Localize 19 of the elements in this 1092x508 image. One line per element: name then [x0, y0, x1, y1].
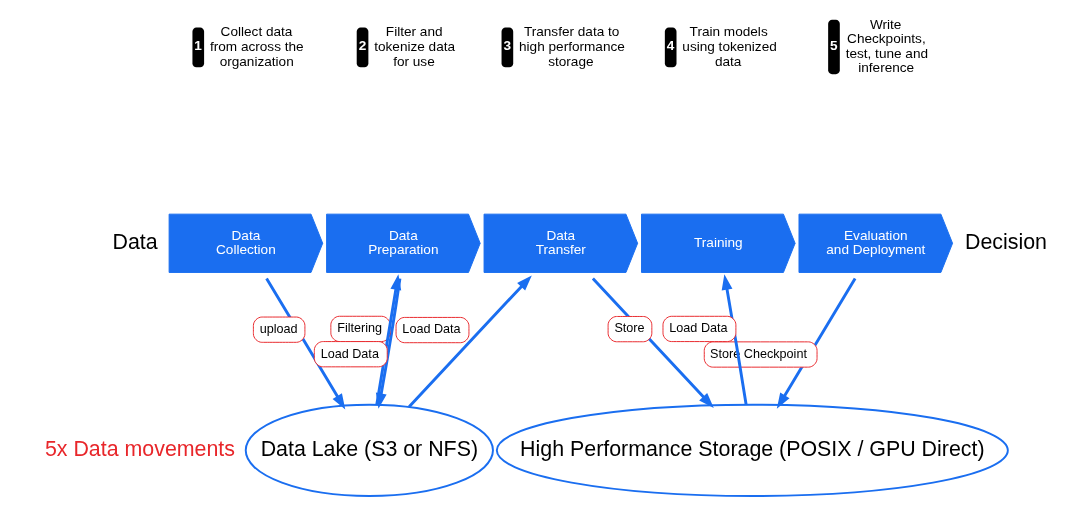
label: 5x Data movements	[44, 436, 235, 461]
node-label: 1	[193, 38, 202, 54]
node-label: Collect data from across the organization	[209, 24, 304, 69]
edge-label: Load Data	[668, 321, 728, 336]
node-label: 3	[502, 38, 511, 54]
node-label: 5	[829, 37, 838, 53]
edge-label: Load Data	[320, 346, 379, 361]
node-label: 2	[358, 38, 366, 54]
edge-label: Store	[613, 321, 645, 336]
label: Decision	[964, 229, 1047, 254]
node-label: Train models using tokenized data	[681, 24, 777, 69]
node-label: 4	[666, 38, 674, 54]
edge-label: upload	[259, 321, 298, 336]
node-label: Filter and tokenize data for use	[373, 24, 455, 69]
node-label: Transfer data to high performance storage	[518, 24, 625, 69]
edge-label: Filtering	[336, 321, 382, 336]
edge-label: Load Data	[401, 322, 461, 337]
label: Data	[112, 229, 158, 254]
node-label: Write Checkpoints, test, tune and inference	[845, 16, 928, 76]
